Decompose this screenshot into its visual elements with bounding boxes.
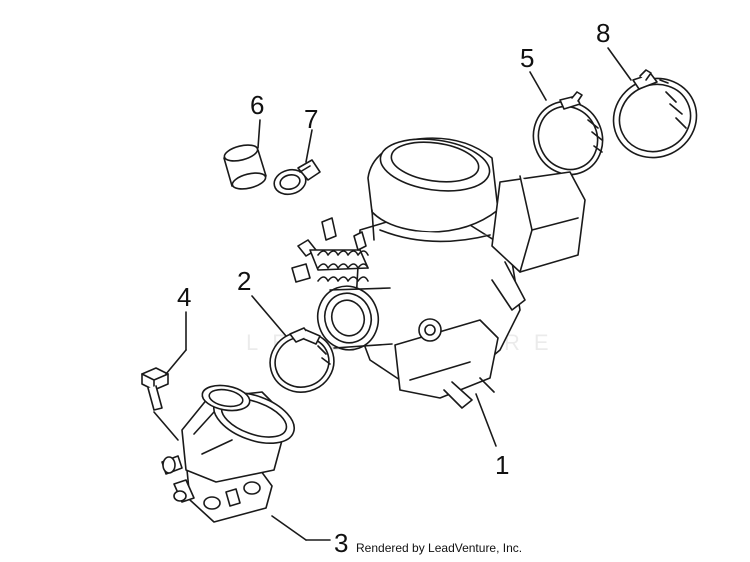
rendered-by-credit: Rendered by LeadVenture, Inc. xyxy=(356,541,523,555)
sleeve-6 xyxy=(223,144,267,190)
callout-2: 2 xyxy=(237,266,252,296)
leader-3 xyxy=(271,515,307,541)
callout-8: 8 xyxy=(596,18,611,48)
hose-clamp-8 xyxy=(612,69,698,159)
clip-clamp-7 xyxy=(273,159,321,196)
callout-3: 3 xyxy=(334,528,349,558)
leader-8 xyxy=(607,47,632,81)
callout-1: 1 xyxy=(495,450,510,480)
bolt-4 xyxy=(141,367,169,411)
leader-2 xyxy=(251,295,287,337)
leader-6 xyxy=(257,119,261,149)
hose-clamp-5 xyxy=(532,91,604,176)
leader-1 xyxy=(475,393,497,447)
carburetor-1 xyxy=(291,137,586,409)
callout-7: 7 xyxy=(304,104,319,134)
callout-5: 5 xyxy=(520,43,535,73)
callout-6: 6 xyxy=(250,90,265,120)
hose-clamp-2 xyxy=(269,327,335,393)
intake-manifold-3 xyxy=(161,384,295,523)
leader-7 xyxy=(305,129,313,163)
leader-5 xyxy=(529,71,547,101)
callout-4: 4 xyxy=(177,282,192,312)
